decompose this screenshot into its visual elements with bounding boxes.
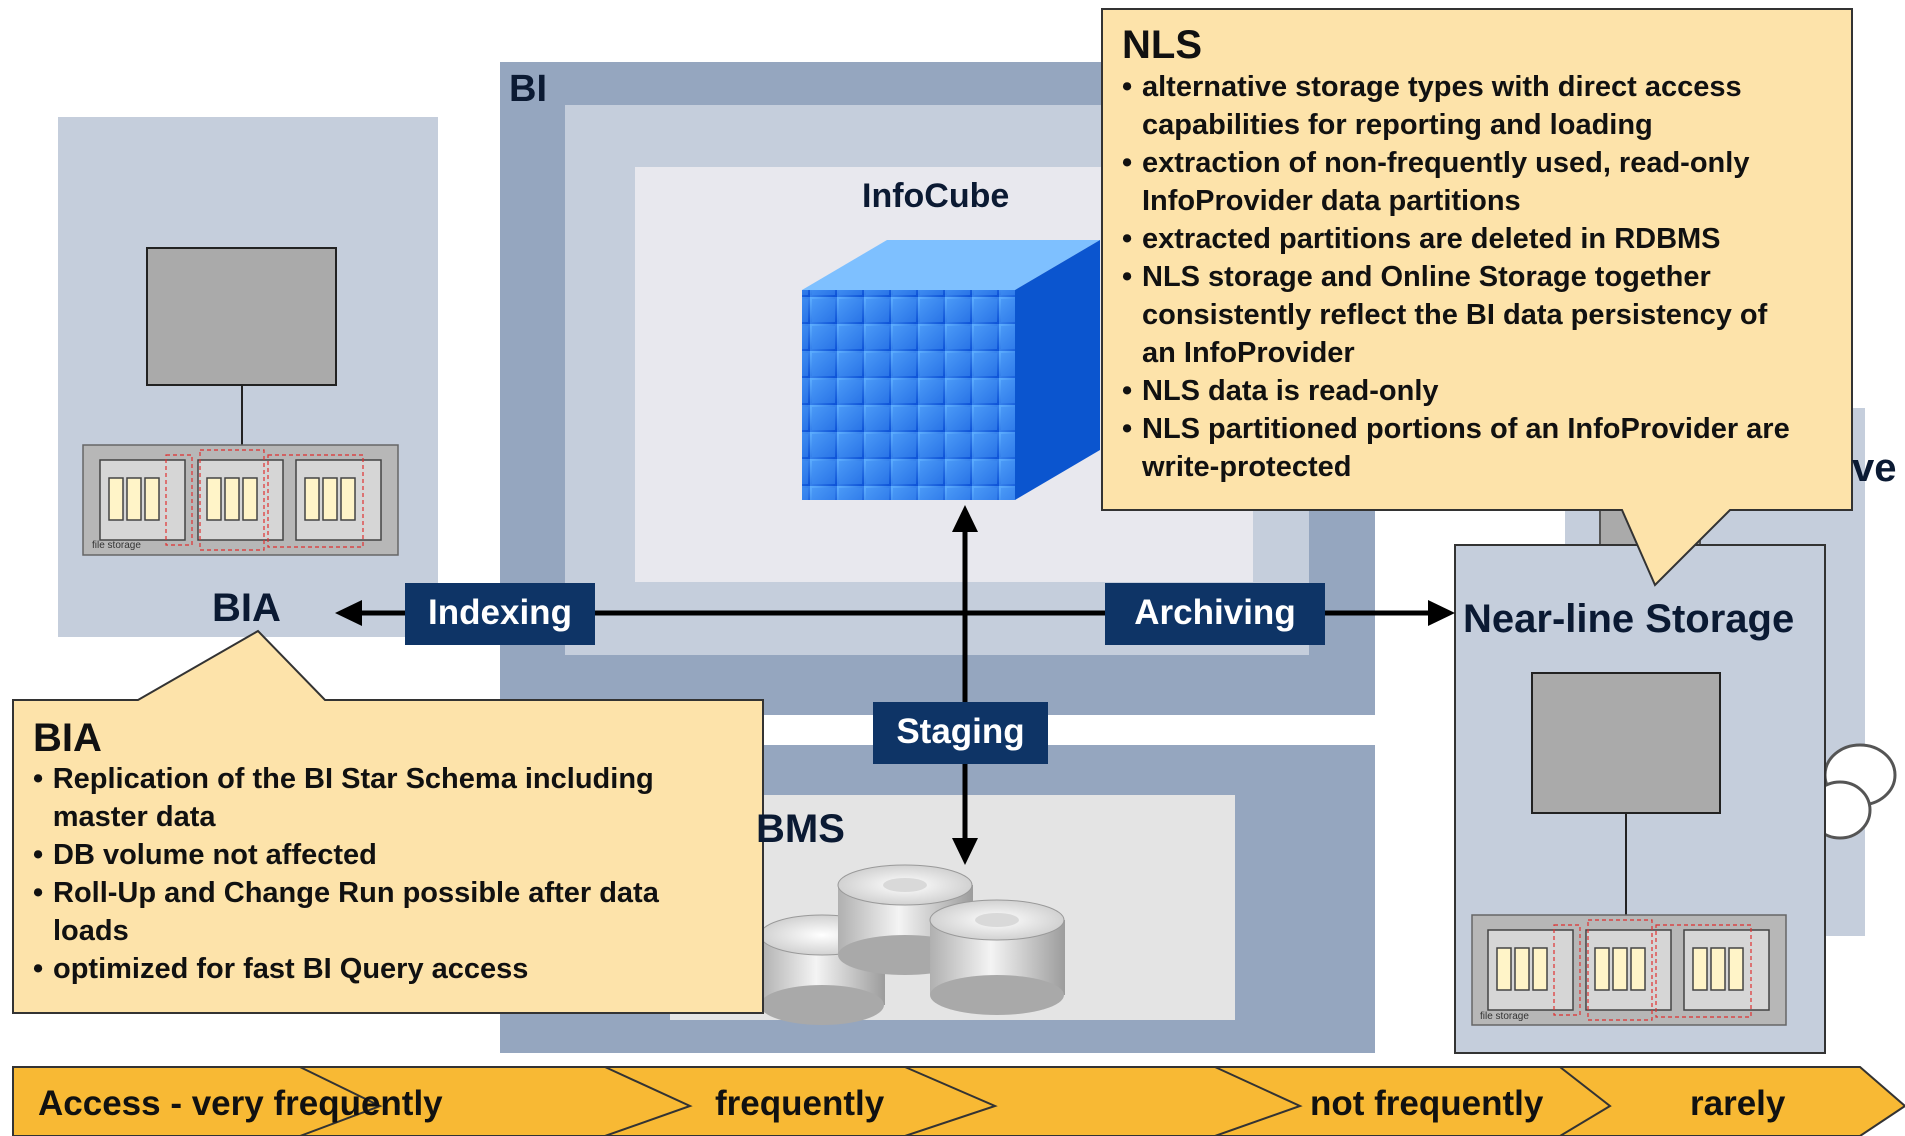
database-cylinders-icon (759, 864, 1065, 1025)
archiving-label: Archiving (1134, 593, 1296, 632)
bia-bullet: •Replication of the BI Star Schema inclu… (33, 763, 654, 833)
nls-bullet: •alternative storage types with direct a… (1122, 71, 1742, 141)
bia-callout-title: BIA (33, 716, 102, 760)
staging-box (873, 702, 1048, 764)
nls-callout-title: NLS (1122, 23, 1202, 67)
nls-callout-bubble (1101, 8, 1853, 587)
staging-label: Staging (896, 712, 1025, 751)
nls-bullet: •NLS data is read-only (1122, 375, 1439, 407)
bia-bullet: •Roll-Up and Change Run possible after d… (33, 877, 659, 947)
access-bar (12, 1066, 1905, 1136)
infocube-label: InfoCube (862, 177, 1010, 215)
bia-file-icons (99, 459, 382, 541)
bia-bullet: •DB volume not affected (33, 839, 377, 871)
nearline-file-storage-label: file storage (1480, 1011, 1529, 1022)
nearline-server-icon (1531, 672, 1721, 814)
bia-bullet: •optimized for fast BI Query access (33, 953, 529, 985)
nls-bullet: •NLS storage and Online Storage together… (1122, 261, 1768, 369)
access-segment-2: frequently (715, 1084, 885, 1123)
access-segment-5: rarely (1690, 1084, 1786, 1123)
bia-file-storage-label: file storage (92, 540, 141, 551)
rdbms-title: BMS (756, 807, 845, 851)
infocube-icon (802, 240, 1100, 500)
bia-label: BIA (212, 586, 281, 630)
access-segment-1: Access - very frequently (38, 1084, 443, 1123)
access-segment-4: not frequently (1310, 1084, 1544, 1123)
bia-server-icon (146, 247, 337, 386)
nls-bullet: •extraction of non-frequently used, read… (1122, 147, 1750, 217)
nls-bullet: •extracted partitions are deleted in RDB… (1122, 223, 1721, 255)
archiving-box (1105, 583, 1325, 645)
bia-callout-bubble (12, 629, 764, 1014)
nls-callout: NLS •alternative storage types with dire… (1122, 22, 1842, 486)
bia-callout: BIA •Replication of the BI Star Schema i… (33, 716, 733, 988)
indexing-box (405, 583, 595, 645)
staging-arrow (952, 505, 978, 865)
nearline-title: Near-line Storage (1463, 597, 1795, 641)
nls-bullet: •NLS partitioned portions of an InfoProv… (1122, 413, 1790, 483)
archive-label-fragment: ve (1852, 446, 1897, 490)
indexing-label: Indexing (428, 593, 572, 632)
nearline-file-icons (1487, 929, 1770, 1011)
bi-title: BI (509, 68, 547, 110)
